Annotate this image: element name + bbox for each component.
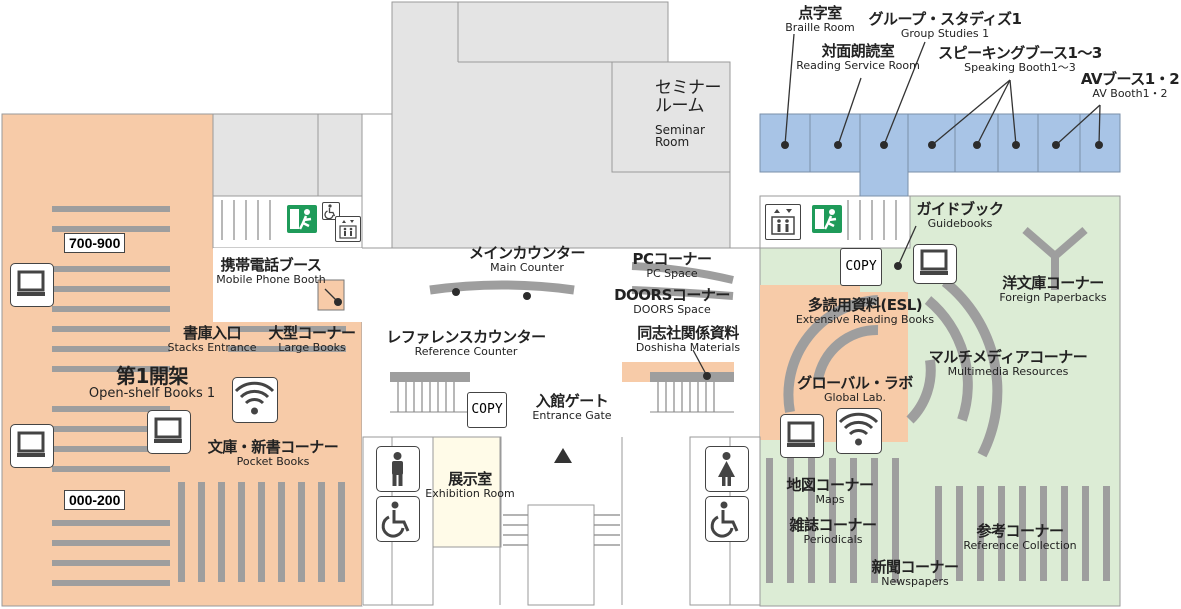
computer-icon (147, 410, 191, 454)
multimedia-arcs (783, 278, 1003, 458)
computer-icon (10, 263, 54, 307)
wheelchair-icon (322, 202, 340, 220)
toilet-male-icon (376, 446, 420, 492)
location-pins (334, 141, 1103, 380)
emergency-exit-icon (287, 205, 317, 233)
elevator-icon (335, 216, 361, 242)
shelf-range-lower: 000-200 (64, 490, 126, 510)
seminar-room (611, 61, 731, 173)
toilet-female-icon (705, 446, 749, 492)
right-shelves (766, 458, 1110, 583)
open-shelf-stacks (52, 206, 346, 586)
extensive-reading-label: 多読用資料(ESL)Extensive Reading Books (795, 296, 935, 326)
wheelchair-icon (376, 496, 420, 542)
copy-icon: COPY (467, 392, 507, 428)
main-counter-shape (429, 280, 575, 295)
booth-row (759, 113, 1121, 173)
pocket-book-shelves (178, 482, 345, 582)
wifi-icon (836, 408, 882, 454)
computer-icon (913, 244, 957, 284)
computer-icon (10, 424, 54, 468)
entrance-arrow-icon (554, 448, 572, 463)
exhibition-room (432, 436, 502, 548)
foreign-paperback-shelf (1022, 226, 1088, 290)
emergency-exit-icon (812, 205, 842, 233)
computer-icon (780, 414, 824, 458)
wheelchair-icon (705, 496, 749, 542)
copy-icon: COPY (840, 248, 882, 286)
seminar-room-label: セミナー ルーム Seminar Room (655, 78, 722, 150)
elevator-icon (765, 204, 801, 240)
wifi-icon (232, 377, 278, 423)
shelf-range-upper: 700-900 (64, 233, 126, 253)
